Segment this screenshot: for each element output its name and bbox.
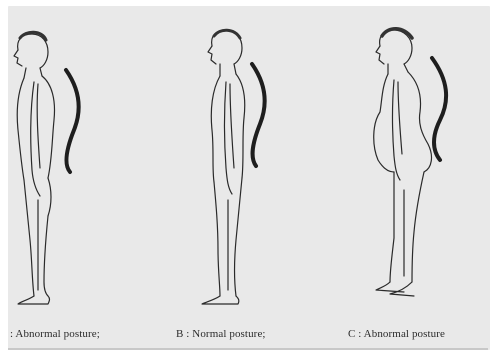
page-edge bbox=[8, 348, 488, 350]
caption-figure-b: B : Normal posture; bbox=[176, 328, 266, 340]
caption-figure-a: : Abnormal posture; bbox=[10, 328, 100, 340]
figure-c-drawing bbox=[360, 0, 480, 330]
figure-a-abnormal-posture bbox=[8, 0, 158, 330]
figure-b-drawing bbox=[190, 0, 300, 330]
caption-figure-c: C : Abnormal posture bbox=[348, 328, 445, 340]
figure-c-abnormal-posture bbox=[360, 0, 480, 330]
figure-a-drawing bbox=[8, 0, 158, 330]
figure-b-normal-posture bbox=[190, 0, 300, 330]
